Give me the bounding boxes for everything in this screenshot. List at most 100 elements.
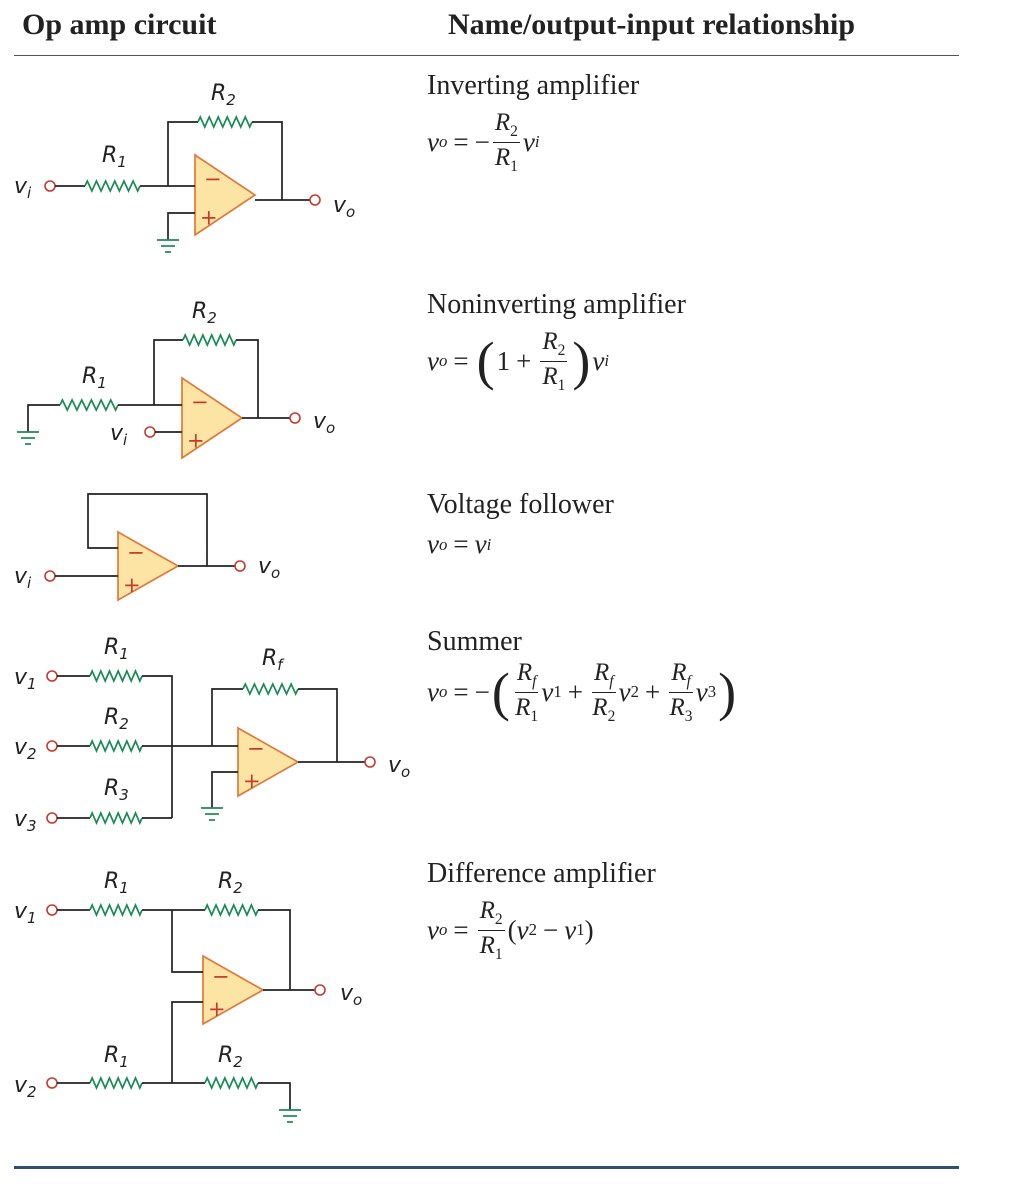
terminal-circle	[44, 180, 56, 192]
name-inverting: Inverting amplifier	[427, 70, 640, 101]
plus-sign: +	[200, 205, 218, 229]
terminal-circle	[44, 570, 56, 582]
op-amp-triangle	[194, 153, 257, 237]
label-R1: R1	[104, 869, 129, 897]
label-v2: v2	[14, 735, 37, 763]
name-noninverting: Noninverting amplifier	[427, 289, 686, 320]
wire	[87, 493, 208, 566]
minus-sign: −	[191, 390, 209, 414]
terminal-circle	[144, 426, 156, 438]
wire	[211, 688, 243, 746]
label-vo: vo	[258, 554, 280, 582]
plus-sign: +	[243, 769, 261, 793]
wire	[142, 675, 173, 818]
wire	[167, 212, 195, 240]
terminal-circle	[46, 1077, 58, 1089]
minus-sign: −	[127, 540, 145, 564]
label-R2: R2	[192, 299, 217, 327]
wire	[258, 909, 291, 990]
name-summer: Summer	[427, 626, 522, 657]
label-vo: vo	[388, 753, 410, 781]
label-v2: v2	[14, 1073, 37, 1101]
plus-sign: +	[123, 573, 141, 597]
label-R2: R2	[218, 1043, 243, 1071]
resistor-symbol	[197, 114, 253, 130]
label-v3: v3	[14, 807, 37, 835]
label-Rf: Rf	[262, 646, 285, 674]
terminal-circle	[314, 984, 326, 996]
label-R2: R2	[104, 705, 129, 733]
terminal-circle	[46, 740, 58, 752]
wire	[298, 688, 338, 762]
resistor-symbol	[89, 668, 143, 684]
minus-sign: −	[212, 964, 230, 988]
label-R1: R1	[104, 635, 129, 663]
wire	[27, 404, 60, 432]
resistor-symbol	[204, 1075, 259, 1091]
bottom-rule	[14, 1166, 959, 1169]
wire	[167, 121, 198, 186]
resistor-symbol	[182, 332, 237, 348]
op-amp-triangle	[117, 530, 180, 602]
top-rule	[14, 55, 959, 56]
label-vo: vo	[313, 409, 335, 437]
header-relationship: Name/output-input relationship	[448, 8, 856, 41]
label-vo: vo	[340, 981, 362, 1009]
op-amp-triangle	[202, 954, 265, 1026]
terminal-circle	[46, 904, 58, 916]
op-amp-triangle	[237, 726, 300, 798]
label-R2: R2	[218, 869, 243, 897]
resistor-symbol	[89, 738, 143, 754]
terminal-circle	[289, 412, 301, 424]
resistor-symbol	[84, 178, 141, 194]
header-op-amp-circuit: Op amp circuit	[22, 8, 217, 41]
minus-sign: −	[247, 736, 265, 760]
label-R1: R1	[102, 143, 127, 171]
label-vi: vi	[14, 564, 32, 592]
wire	[211, 771, 238, 808]
name-voltage-follower: Voltage follower	[427, 489, 614, 520]
resistor-symbol	[89, 902, 143, 918]
wire	[171, 910, 203, 973]
resistor-symbol	[204, 902, 259, 918]
terminal-circle	[309, 194, 321, 206]
plus-sign: +	[208, 997, 226, 1021]
terminal-circle	[364, 756, 376, 768]
label-vo: vo	[333, 193, 355, 221]
plus-sign: +	[187, 428, 205, 452]
terminal-circle	[46, 812, 58, 824]
label-R1: R1	[104, 1043, 129, 1071]
wire	[258, 1082, 291, 1110]
resistor-symbol	[59, 398, 119, 412]
label-R3: R3	[104, 776, 129, 804]
label-R2: R2	[211, 81, 236, 109]
terminal-circle	[46, 670, 58, 682]
name-difference: Difference amplifier	[427, 858, 656, 889]
circuit-diagrams: −+viR1R2vo−+viR1R2vo−+vivo−+v1v2v3R1R2R3…	[14, 81, 410, 1123]
wire	[252, 121, 283, 200]
minus-sign: −	[204, 167, 222, 191]
resistor-symbol	[89, 1075, 143, 1091]
resistor-symbol	[89, 810, 143, 826]
label-v1: v1	[14, 899, 37, 927]
label-vi: vi	[14, 174, 32, 202]
wire	[236, 339, 259, 418]
op-amp-triangle	[181, 376, 244, 460]
label-R1: R1	[82, 364, 107, 392]
wire	[171, 1001, 203, 1083]
wire	[153, 339, 183, 405]
label-v1: v1	[14, 665, 37, 693]
terminal-circle	[234, 560, 246, 572]
resistor-symbol	[242, 681, 299, 697]
label-vi: vi	[110, 421, 128, 449]
